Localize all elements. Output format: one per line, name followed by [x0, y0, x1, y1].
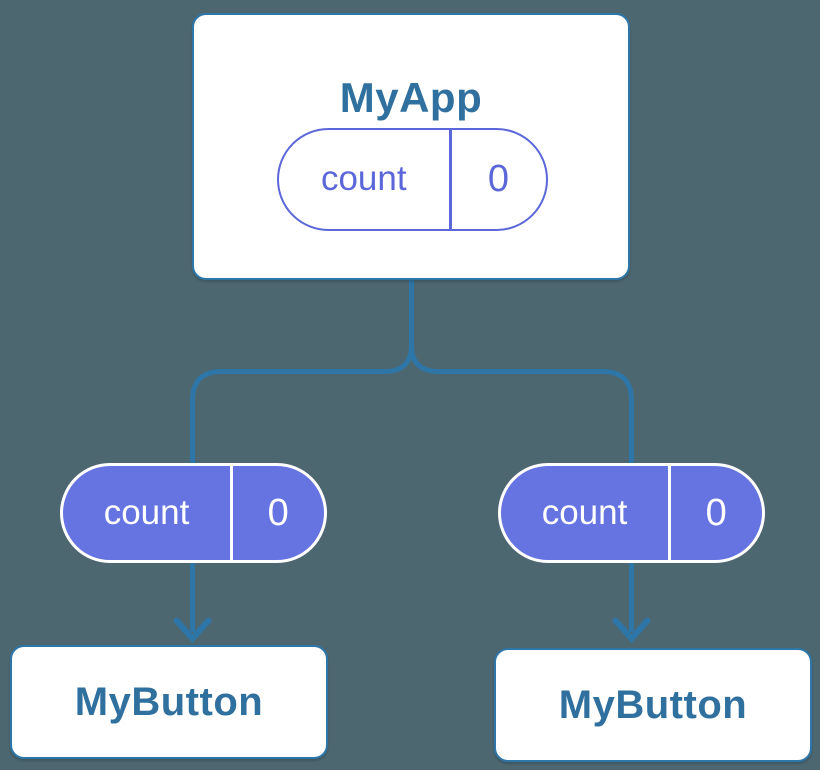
left-prop-pill: count 0 — [60, 463, 327, 563]
pill-divider — [449, 129, 452, 229]
prop-name-label: count — [103, 493, 190, 532]
right-prop-pill: count 0 — [498, 463, 765, 563]
right-child-component-card: MyButton — [494, 648, 812, 762]
arrow-down-icon — [173, 617, 212, 644]
connector-branch-left — [190, 280, 414, 632]
left-child-component-title: MyButton — [74, 680, 264, 724]
state-value-label: 0 — [487, 157, 510, 200]
prop-value-label: 0 — [267, 491, 289, 534]
pill-divider — [230, 466, 233, 560]
prop-value-label: 0 — [705, 491, 727, 534]
pill-divider — [668, 466, 671, 560]
arrow-down-icon — [612, 617, 651, 644]
state-name-label: count — [320, 159, 407, 198]
root-component-card: MyApp count 0 — [192, 13, 630, 280]
right-child-component-title: MyButton — [558, 683, 748, 727]
prop-name-label: count — [541, 493, 628, 532]
root-state-pill: count 0 — [276, 127, 548, 231]
left-child-component-card: MyButton — [10, 645, 328, 759]
root-component-title: MyApp — [339, 74, 483, 121]
connector-branch-right — [409, 344, 634, 632]
